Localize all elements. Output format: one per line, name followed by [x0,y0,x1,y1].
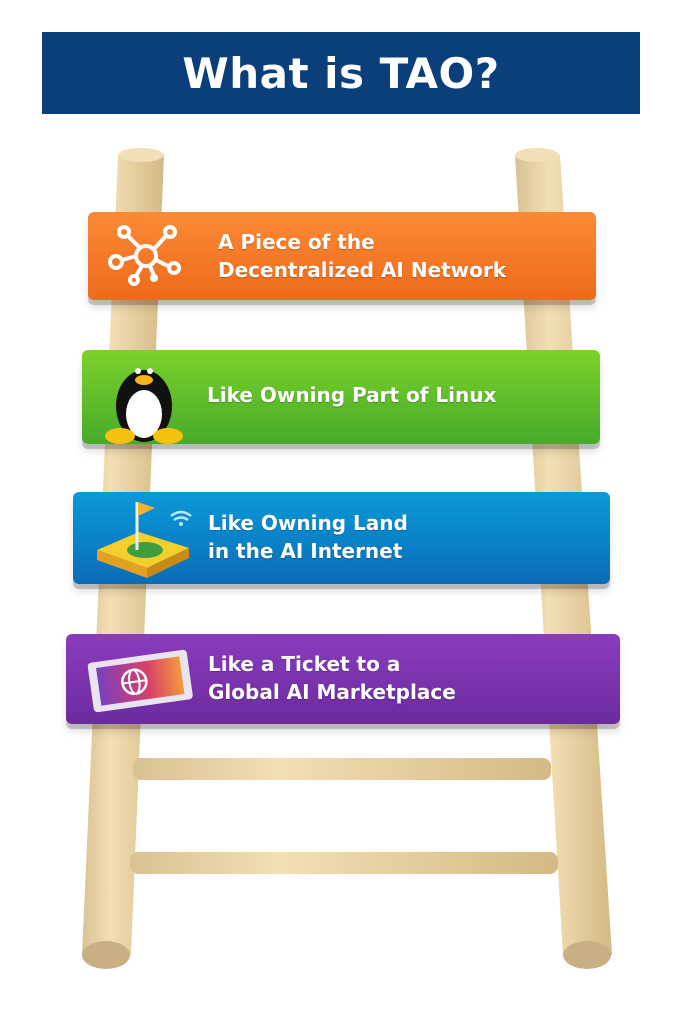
step-board-decentralized-network: A Piece of the Decentralized AI Network [88,212,596,300]
step-text-line1: A Piece of the [218,230,375,254]
step-text-line1: Like a Ticket to a [208,652,401,676]
step-text-line2: Decentralized AI Network [218,258,507,282]
step-text-line2: Global AI Marketplace [208,680,456,704]
penguin-icon [105,368,183,444]
step-board-land: Like Owning Land in the AI Internet [73,492,610,584]
step-board-ticket: Like a Ticket to a Global AI Marketplace [66,634,620,724]
step-text-line1: Like Owning Land [208,511,408,535]
ticket-globe-icon [87,649,193,713]
step-text-line2: in the AI Internet [208,539,403,563]
step-board-linux: Like Owning Part of Linux [82,350,600,444]
step-text-line1: Like Owning Part of Linux [207,383,497,407]
ladder-rung [130,852,558,874]
network-icon [108,225,181,286]
page-title: What is TAO? [42,32,640,114]
ladder-rung [133,758,551,780]
land-plot-flag-icon [97,502,192,578]
